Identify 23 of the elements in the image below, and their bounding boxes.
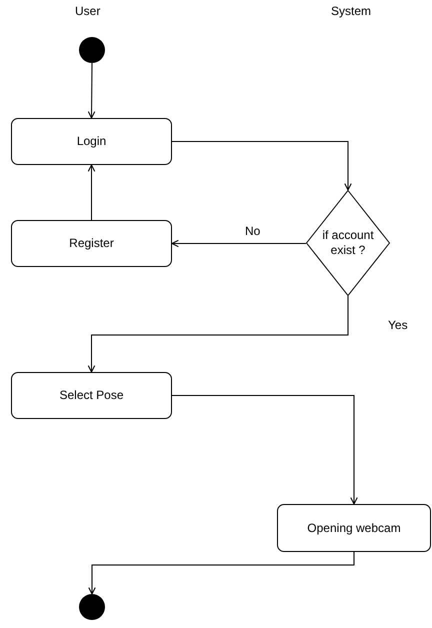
arrow (172, 141, 352, 191)
process-box (11, 372, 172, 419)
node-label: Select Pose (59, 388, 124, 403)
process-box (11, 220, 172, 267)
arrow (171, 240, 306, 248)
node-label: if account exist ? (321, 228, 375, 258)
end-node (79, 594, 105, 620)
arrow (172, 395, 358, 505)
process-box (11, 118, 172, 165)
edge-label: No (245, 224, 260, 238)
lane-label: User (75, 4, 100, 18)
arrow (88, 552, 354, 595)
decision-diamond (306, 190, 390, 296)
arrow (88, 296, 348, 373)
lane-label: System (331, 4, 372, 18)
arrow (88, 62, 96, 119)
node-label: Register (69, 236, 114, 251)
process-box (277, 504, 431, 552)
node-label: Login (76, 134, 106, 149)
node-label: Opening webcam (307, 520, 401, 536)
arrow (88, 164, 96, 220)
edge-label: Yes (388, 318, 408, 332)
start-node (79, 37, 105, 63)
